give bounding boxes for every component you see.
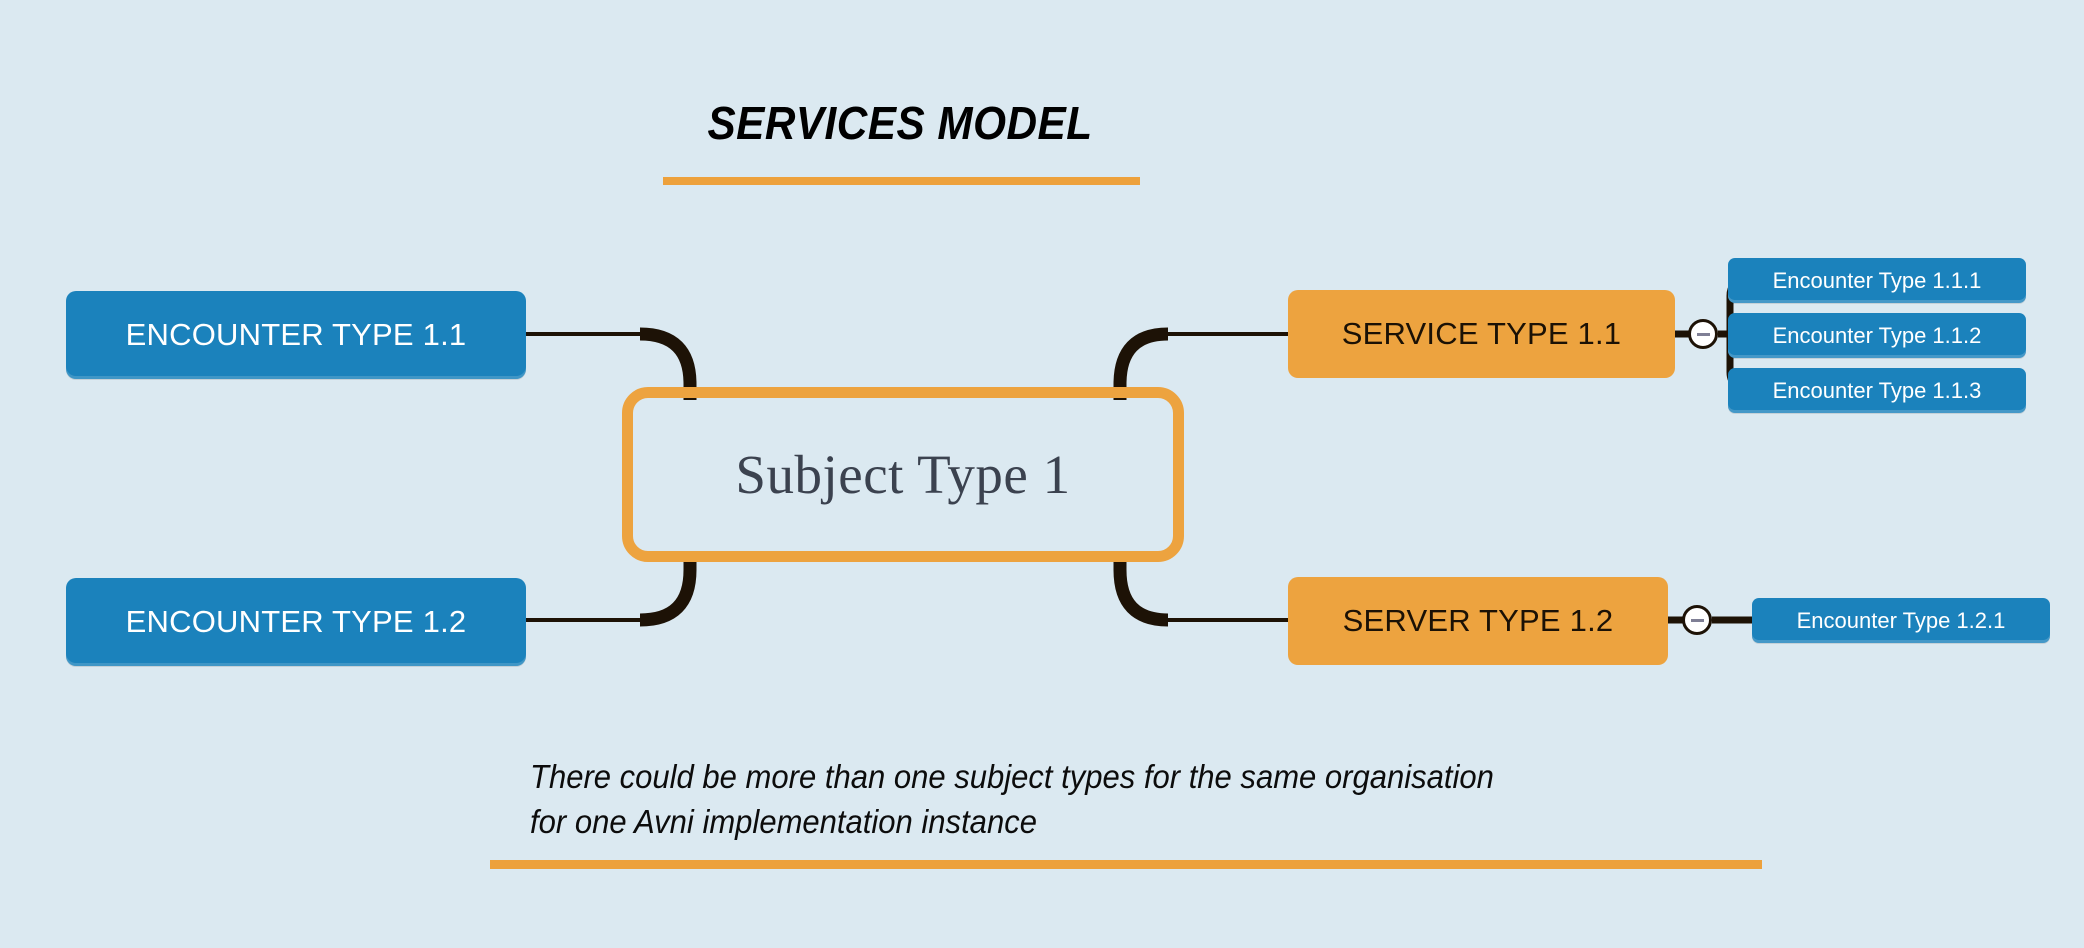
title-underline-rule: [663, 177, 1140, 185]
chip-label: Encounter Type 1.1.1: [1772, 267, 1982, 293]
caption-line-1: There could be more than one subject typ…: [530, 758, 1494, 795]
node-subject-type-1[interactable]: Subject Type 1: [622, 387, 1184, 562]
caption-line-2: for one Avni implementation instance: [530, 802, 1037, 840]
chip-label: Encounter Type 1.1.2: [1772, 322, 1982, 348]
chip-encounter-type-1-1-1[interactable]: Encounter Type 1.1.1: [1728, 258, 2026, 303]
node-service-type-1-1[interactable]: SERVICE TYPE 1.1: [1288, 290, 1675, 378]
node-label: ENCOUNTER TYPE 1.2: [125, 604, 467, 639]
page-title: SERVICES MODEL: [707, 97, 1093, 149]
footer-rule: [490, 860, 1762, 869]
chip-encounter-type-1-1-3[interactable]: Encounter Type 1.1.3: [1728, 368, 2026, 413]
node-server-type-1-2[interactable]: SERVER TYPE 1.2: [1288, 577, 1668, 665]
collapse-toggle-server-1-2[interactable]: [1682, 605, 1712, 635]
chip-encounter-type-1-1-2[interactable]: Encounter Type 1.1.2: [1728, 313, 2026, 358]
minus-icon: [1690, 618, 1704, 622]
node-label: Subject Type 1: [735, 444, 1071, 505]
chip-label: Encounter Type 1.1.3: [1772, 377, 1982, 403]
footnote-caption: There could be more than one subject typ…: [530, 755, 1714, 844]
minus-icon: [1696, 332, 1710, 336]
node-label: ENCOUNTER TYPE 1.1: [125, 317, 467, 352]
chip-label: Encounter Type 1.2.1: [1796, 607, 2006, 633]
node-encounter-type-1-2[interactable]: ENCOUNTER TYPE 1.2: [66, 578, 526, 666]
chip-encounter-type-1-2-1[interactable]: Encounter Type 1.2.1: [1752, 598, 2050, 643]
node-label: SERVICE TYPE 1.1: [1341, 316, 1622, 351]
node-label: SERVER TYPE 1.2: [1342, 603, 1614, 638]
collapse-toggle-service-1-1[interactable]: [1688, 319, 1718, 349]
node-encounter-type-1-1[interactable]: ENCOUNTER TYPE 1.1: [66, 291, 526, 379]
